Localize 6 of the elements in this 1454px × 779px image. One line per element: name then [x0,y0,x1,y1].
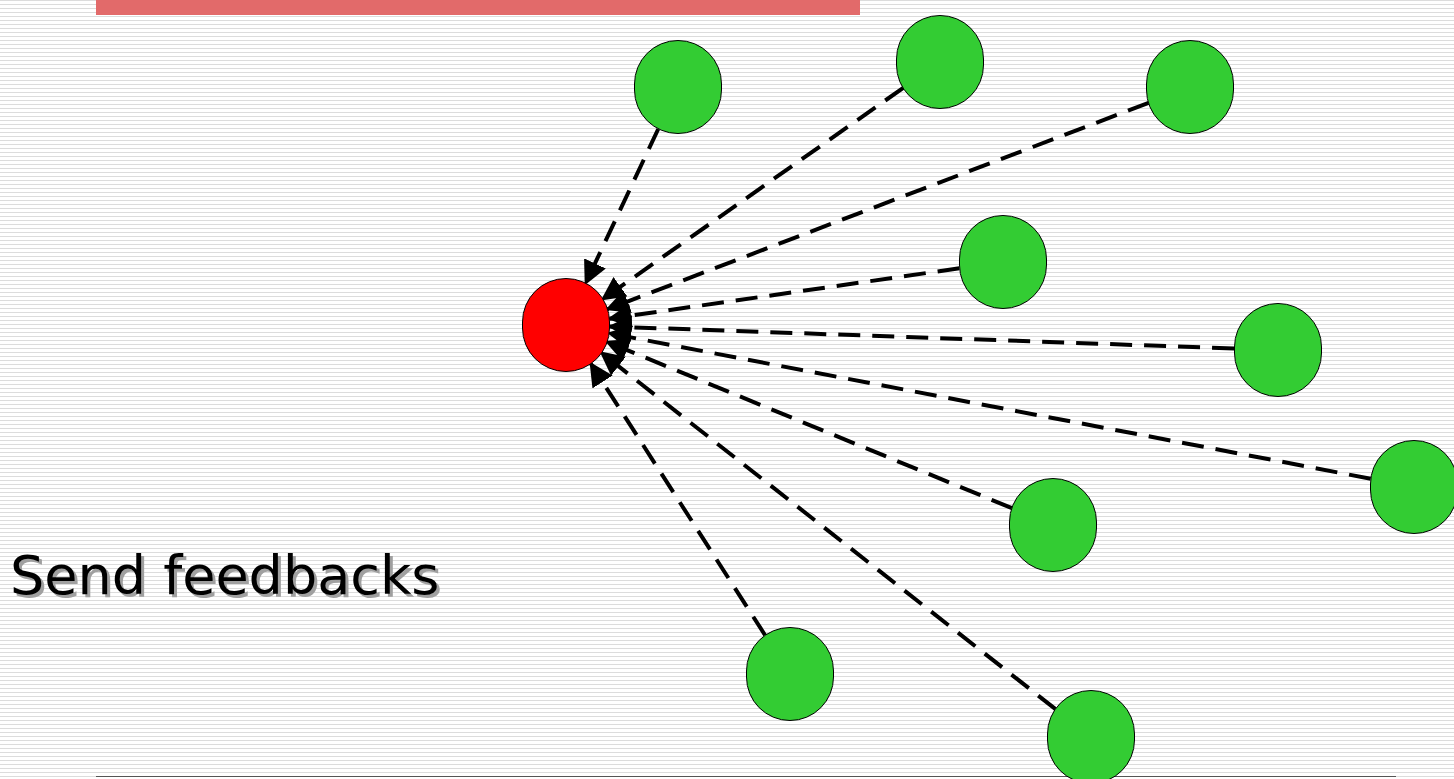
dashed-arrow [589,361,767,637]
dashed-arrow [599,351,1057,711]
dashed-arrow [600,86,905,301]
dashed-arrow [605,100,1150,313]
caption-text: Send feedbacks [10,544,440,609]
dashed-arrow [583,128,661,286]
